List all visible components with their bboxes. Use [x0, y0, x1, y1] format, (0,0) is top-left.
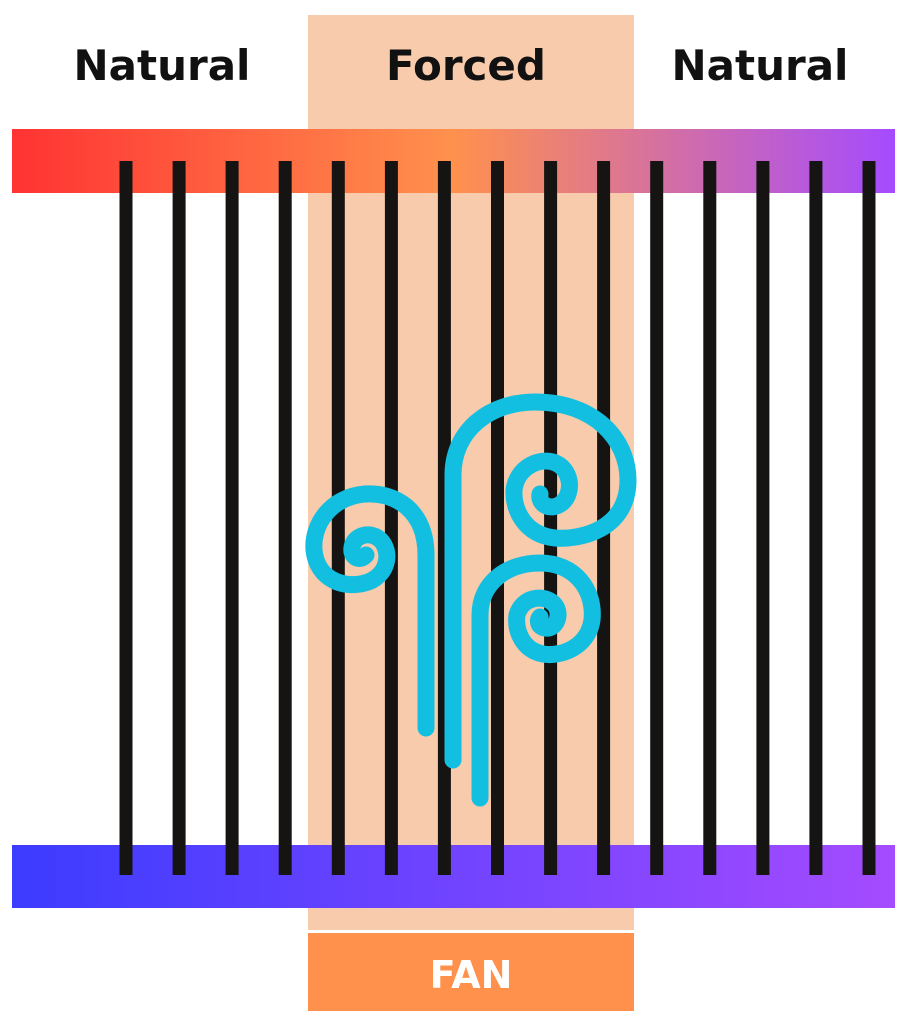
fin	[650, 161, 664, 875]
fin	[384, 161, 398, 875]
fin	[756, 161, 770, 875]
hot-manifold-bar	[12, 129, 895, 193]
fin	[703, 161, 717, 875]
zone-label-natural-right: Natural	[672, 41, 849, 90]
wind-swirl-icon	[305, 393, 637, 807]
fin	[809, 161, 823, 875]
fin	[862, 161, 876, 875]
airflow-swirl-right	[471, 554, 601, 807]
zone-label-forced: Forced	[386, 41, 546, 90]
fin-array	[119, 161, 876, 875]
fin	[544, 161, 558, 875]
fan-box	[308, 933, 634, 1011]
fin	[278, 161, 292, 875]
airflow-swirl-center	[444, 393, 637, 769]
fin	[119, 161, 133, 875]
fan-label: FAN	[430, 953, 513, 997]
fin	[225, 161, 239, 875]
fin	[491, 161, 504, 875]
fin	[331, 161, 345, 875]
fin	[172, 161, 186, 875]
airflow-swirl-left	[305, 485, 435, 737]
cold-manifold-bar	[12, 845, 895, 908]
zone-label-natural-left: Natural	[74, 41, 251, 90]
